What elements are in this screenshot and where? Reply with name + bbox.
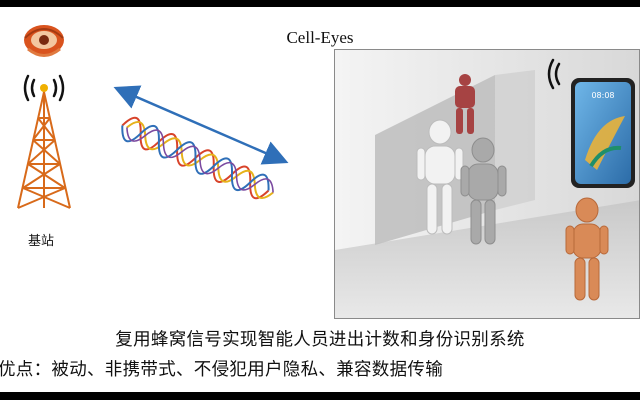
base-station-label: 基站 bbox=[28, 234, 55, 249]
cell-tower-icon bbox=[17, 25, 71, 209]
figure-red bbox=[455, 74, 475, 134]
top-black-bar bbox=[0, 0, 640, 7]
room-scene-graphic: 08:08 bbox=[335, 50, 639, 318]
phone-clock: 08:08 bbox=[591, 91, 614, 100]
eye-emblem-icon bbox=[24, 25, 64, 57]
figure-orange bbox=[565, 197, 609, 301]
signal-propagation bbox=[105, 80, 295, 210]
caption-line-2: 优点：被动、非携带式、不侵犯用户隐私、兼容数据传输 bbox=[0, 360, 443, 380]
figure-grey bbox=[460, 137, 507, 245]
smartphone-icon: 08:08 bbox=[571, 78, 635, 188]
scene-illustration: 08:08 bbox=[334, 49, 640, 319]
base-station: 基站 bbox=[6, 18, 82, 249]
phone-signal-icon bbox=[547, 58, 561, 90]
caption-line-1: 复用蜂窝信号实现智能人员进出计数和身份识别系统 bbox=[115, 330, 525, 350]
double-arrow bbox=[113, 85, 289, 165]
diagram-title: Cell-Eyes bbox=[286, 28, 354, 47]
wave-purple bbox=[126, 127, 274, 193]
signal-wave-graphic bbox=[113, 85, 289, 200]
bottom-black-bar bbox=[0, 392, 640, 400]
signal-waves-icon bbox=[23, 74, 65, 102]
